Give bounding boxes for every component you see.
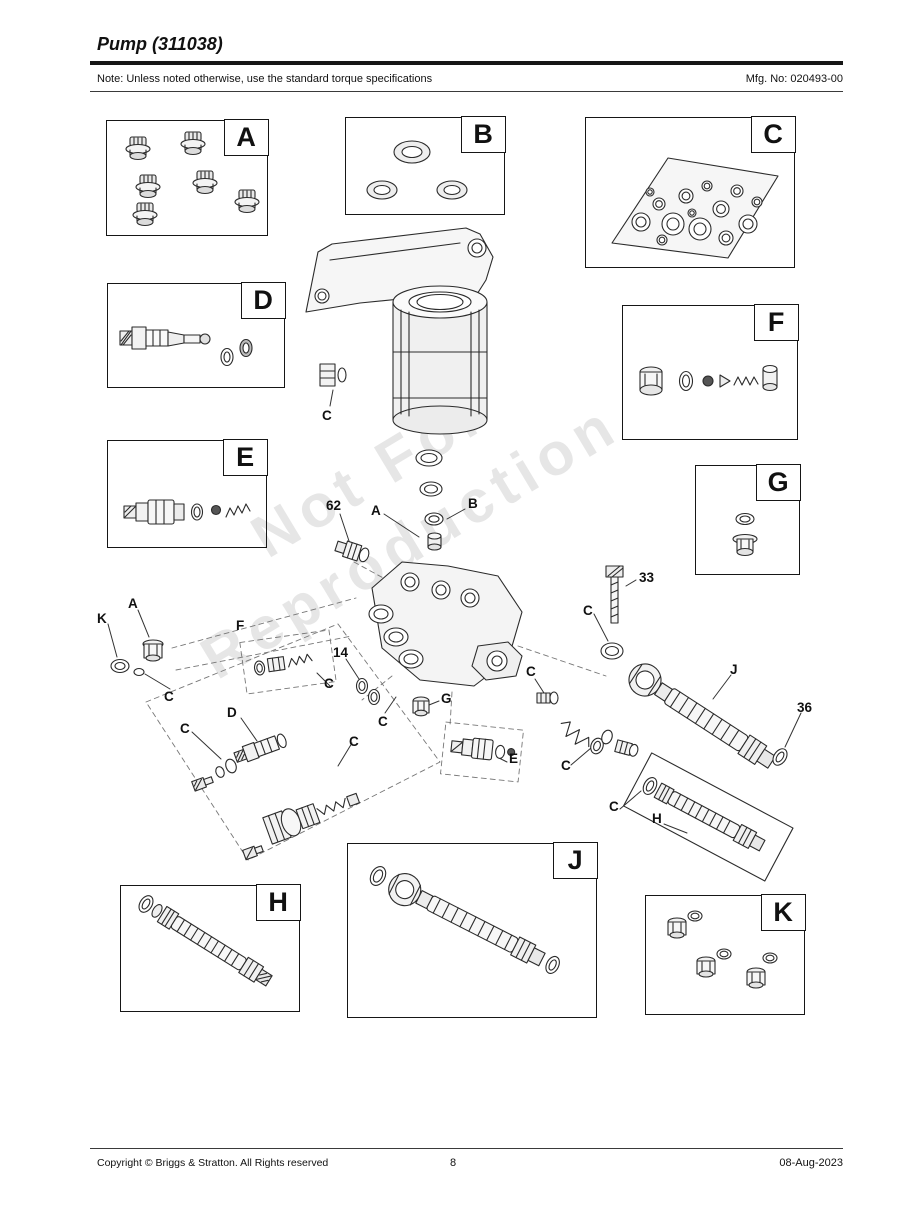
sub-f-parts	[253, 653, 313, 676]
callout-14: 14	[333, 645, 349, 660]
tube-h-assembly	[623, 752, 794, 882]
callout-c-d-right: C	[349, 734, 359, 749]
callout-g-fitting: G	[441, 691, 452, 706]
dashed-guides	[145, 561, 607, 861]
callout-c-head-fitting: C	[322, 408, 332, 423]
header-rule-thin	[90, 91, 843, 92]
callout-k: K	[97, 611, 107, 626]
detail-box-k: K	[645, 894, 806, 1015]
detail-box-f: F	[622, 304, 799, 440]
footer-page-number: 8	[449, 1157, 457, 1169]
footer-copyright: Copyright © Briggs & Stratton. All Right…	[97, 1157, 329, 1169]
detail-b-parts	[366, 140, 468, 200]
callout-a-left: A	[128, 596, 138, 611]
tube-j-assembly	[628, 663, 788, 769]
detail-e-parts	[123, 499, 251, 525]
detail-h-tube	[138, 895, 273, 987]
callout-c-spring-rings: C	[561, 758, 571, 773]
callout-36: 36	[797, 700, 813, 715]
detail-j-tube	[369, 865, 560, 975]
detail-d-parts	[119, 326, 253, 367]
detail-box-j: J	[347, 842, 598, 1018]
detail-box-d-label: D	[240, 282, 286, 320]
detail-box-g-label: G	[755, 464, 801, 502]
rings-14	[355, 677, 381, 706]
callout-c-bolt-ring: C	[583, 603, 593, 618]
bolt-33-drawing	[600, 565, 624, 660]
mid-plug	[536, 691, 559, 705]
detail-box-a-label: A	[223, 119, 269, 157]
torque-note: Note: Unless noted otherwise, use the st…	[97, 73, 433, 85]
callout-c-f-sub: C	[324, 676, 334, 691]
detail-box-h-label: H	[255, 884, 301, 922]
detail-box-j-label: J	[552, 842, 598, 880]
callout-c-h-ring: C	[609, 799, 619, 814]
left-cluster-parts	[110, 639, 164, 677]
footer-date: 08-Aug-2023	[779, 1157, 843, 1169]
detail-box-d: D	[107, 282, 286, 388]
detail-box-g: G	[695, 464, 801, 575]
detail-f-parts	[639, 364, 778, 396]
callout-f-sub: F	[236, 618, 245, 633]
pump-head-drawing	[305, 227, 523, 687]
callout-c-left-ring: C	[164, 689, 174, 704]
detail-c-parts	[611, 157, 779, 259]
detail-box-a: A	[106, 119, 269, 236]
detail-box-h: H	[120, 884, 301, 1012]
detail-k-parts	[667, 910, 778, 989]
callout-j-tube: J	[730, 662, 738, 677]
fitting-g	[412, 696, 430, 717]
callout-e-sub: E	[509, 751, 519, 766]
callout-33: 33	[639, 570, 655, 585]
spring-and-rings	[560, 721, 639, 757]
detail-box-e-label: E	[222, 439, 268, 477]
header-rule-thick	[90, 61, 843, 65]
detail-box-b: B	[345, 116, 506, 215]
detail-box-c-label: C	[750, 116, 796, 154]
callout-b-ring: B	[468, 496, 478, 511]
callout-c-mid-plug: C	[526, 664, 536, 679]
footer-rule	[90, 1148, 843, 1149]
callout-c-block-ring: C	[378, 714, 388, 729]
sub-e-parts	[450, 737, 516, 761]
detail-box-e: E	[107, 439, 268, 548]
callout-d-sub: D	[227, 705, 237, 720]
callout-c-d-rings: C	[180, 721, 190, 736]
detail-box-k-label: K	[760, 894, 806, 932]
page-title: Pump (311038)	[97, 34, 223, 54]
detail-box-c: C	[585, 116, 796, 268]
detail-g-parts	[732, 512, 758, 557]
detail-a-parts	[125, 131, 260, 227]
detail-box-b-label: B	[460, 116, 506, 154]
sub-d-parts	[191, 733, 361, 861]
callout-62: 62	[326, 498, 342, 513]
callout-h-tube: H	[652, 811, 662, 826]
leader-lines	[107, 389, 802, 834]
detail-box-f-label: F	[753, 304, 799, 342]
callout-a-plug: A	[371, 503, 381, 518]
mfg-number: Mfg. No: 020493-00	[745, 73, 843, 85]
